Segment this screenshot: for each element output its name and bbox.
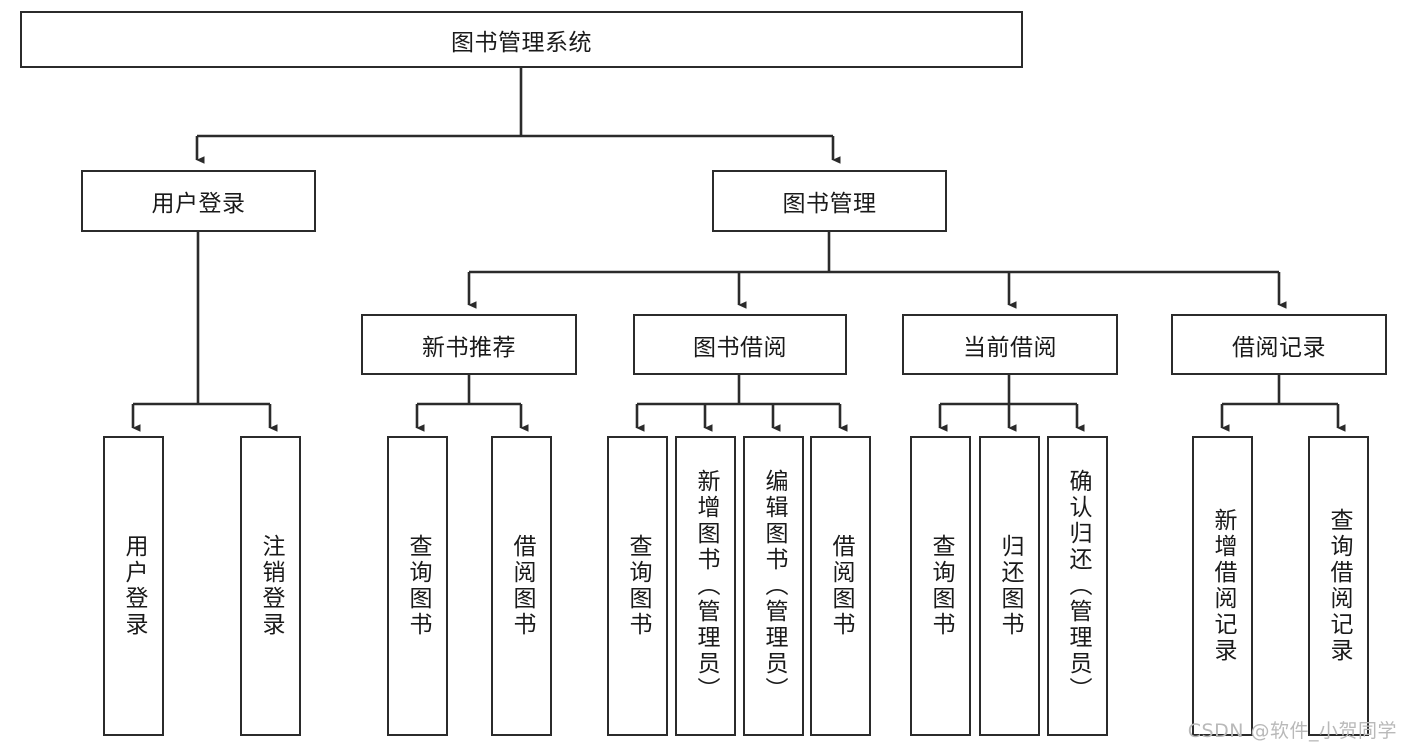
leaf-records-query[interactable]: 查询借阅记录 [1308,436,1369,736]
node-borrow-records-label: 借阅记录 [1232,334,1326,361]
leaf-label: 确认归还（管理员） [1065,469,1091,703]
leaf-current-borrow-query[interactable]: 查询图书 [910,436,971,736]
node-root[interactable]: 图书管理系统 [20,11,1023,68]
node-root-label: 图书管理系统 [451,29,592,56]
node-user-login-label: 用户登录 [151,191,246,217]
leaf-label: 归还图书 [997,534,1023,638]
leaf-label: 注销登录 [258,534,284,638]
node-new-book-recommend-label: 新书推荐 [422,334,516,361]
leaf-current-borrow-confirm-return[interactable]: 确认归还（管理员） [1047,436,1108,736]
leaf-label: 查询图书 [405,534,431,638]
leaf-label: 查询图书 [928,534,954,638]
node-current-borrow[interactable]: 当前借阅 [902,314,1118,375]
leaf-label: 查询图书 [625,534,651,638]
leaf-label: 编辑图书（管理员） [761,469,787,703]
leaf-current-borrow-return[interactable]: 归还图书 [979,436,1040,736]
leaf-label: 用户登录 [121,534,147,638]
leaf-new-book-borrow[interactable]: 借阅图书 [491,436,552,736]
node-book-management-label: 图书管理 [782,191,877,217]
leaf-label: 借阅图书 [509,534,535,638]
node-new-book-recommend[interactable]: 新书推荐 [361,314,577,375]
leaf-book-borrow-query[interactable]: 查询图书 [607,436,668,736]
leaf-book-borrow-add[interactable]: 新增图书（管理员） [675,436,736,736]
node-book-management[interactable]: 图书管理 [712,170,947,232]
leaf-book-borrow-borrow[interactable]: 借阅图书 [810,436,871,736]
leaf-label: 新增图书（管理员） [693,469,719,703]
node-current-borrow-label: 当前借阅 [963,334,1057,361]
node-user-login[interactable]: 用户登录 [81,170,316,232]
leaf-label: 新增借阅记录 [1210,508,1236,664]
node-borrow-records[interactable]: 借阅记录 [1171,314,1387,375]
leaf-new-book-query[interactable]: 查询图书 [387,436,448,736]
leaf-user-login-login[interactable]: 用户登录 [103,436,164,736]
leaf-label: 借阅图书 [828,534,854,638]
node-book-borrow[interactable]: 图书借阅 [633,314,847,375]
leaf-user-login-logout[interactable]: 注销登录 [240,436,301,736]
leaf-label: 查询借阅记录 [1326,508,1352,664]
node-book-borrow-label: 图书借阅 [693,334,787,361]
leaf-book-borrow-edit[interactable]: 编辑图书（管理员） [743,436,804,736]
leaf-records-add[interactable]: 新增借阅记录 [1192,436,1253,736]
